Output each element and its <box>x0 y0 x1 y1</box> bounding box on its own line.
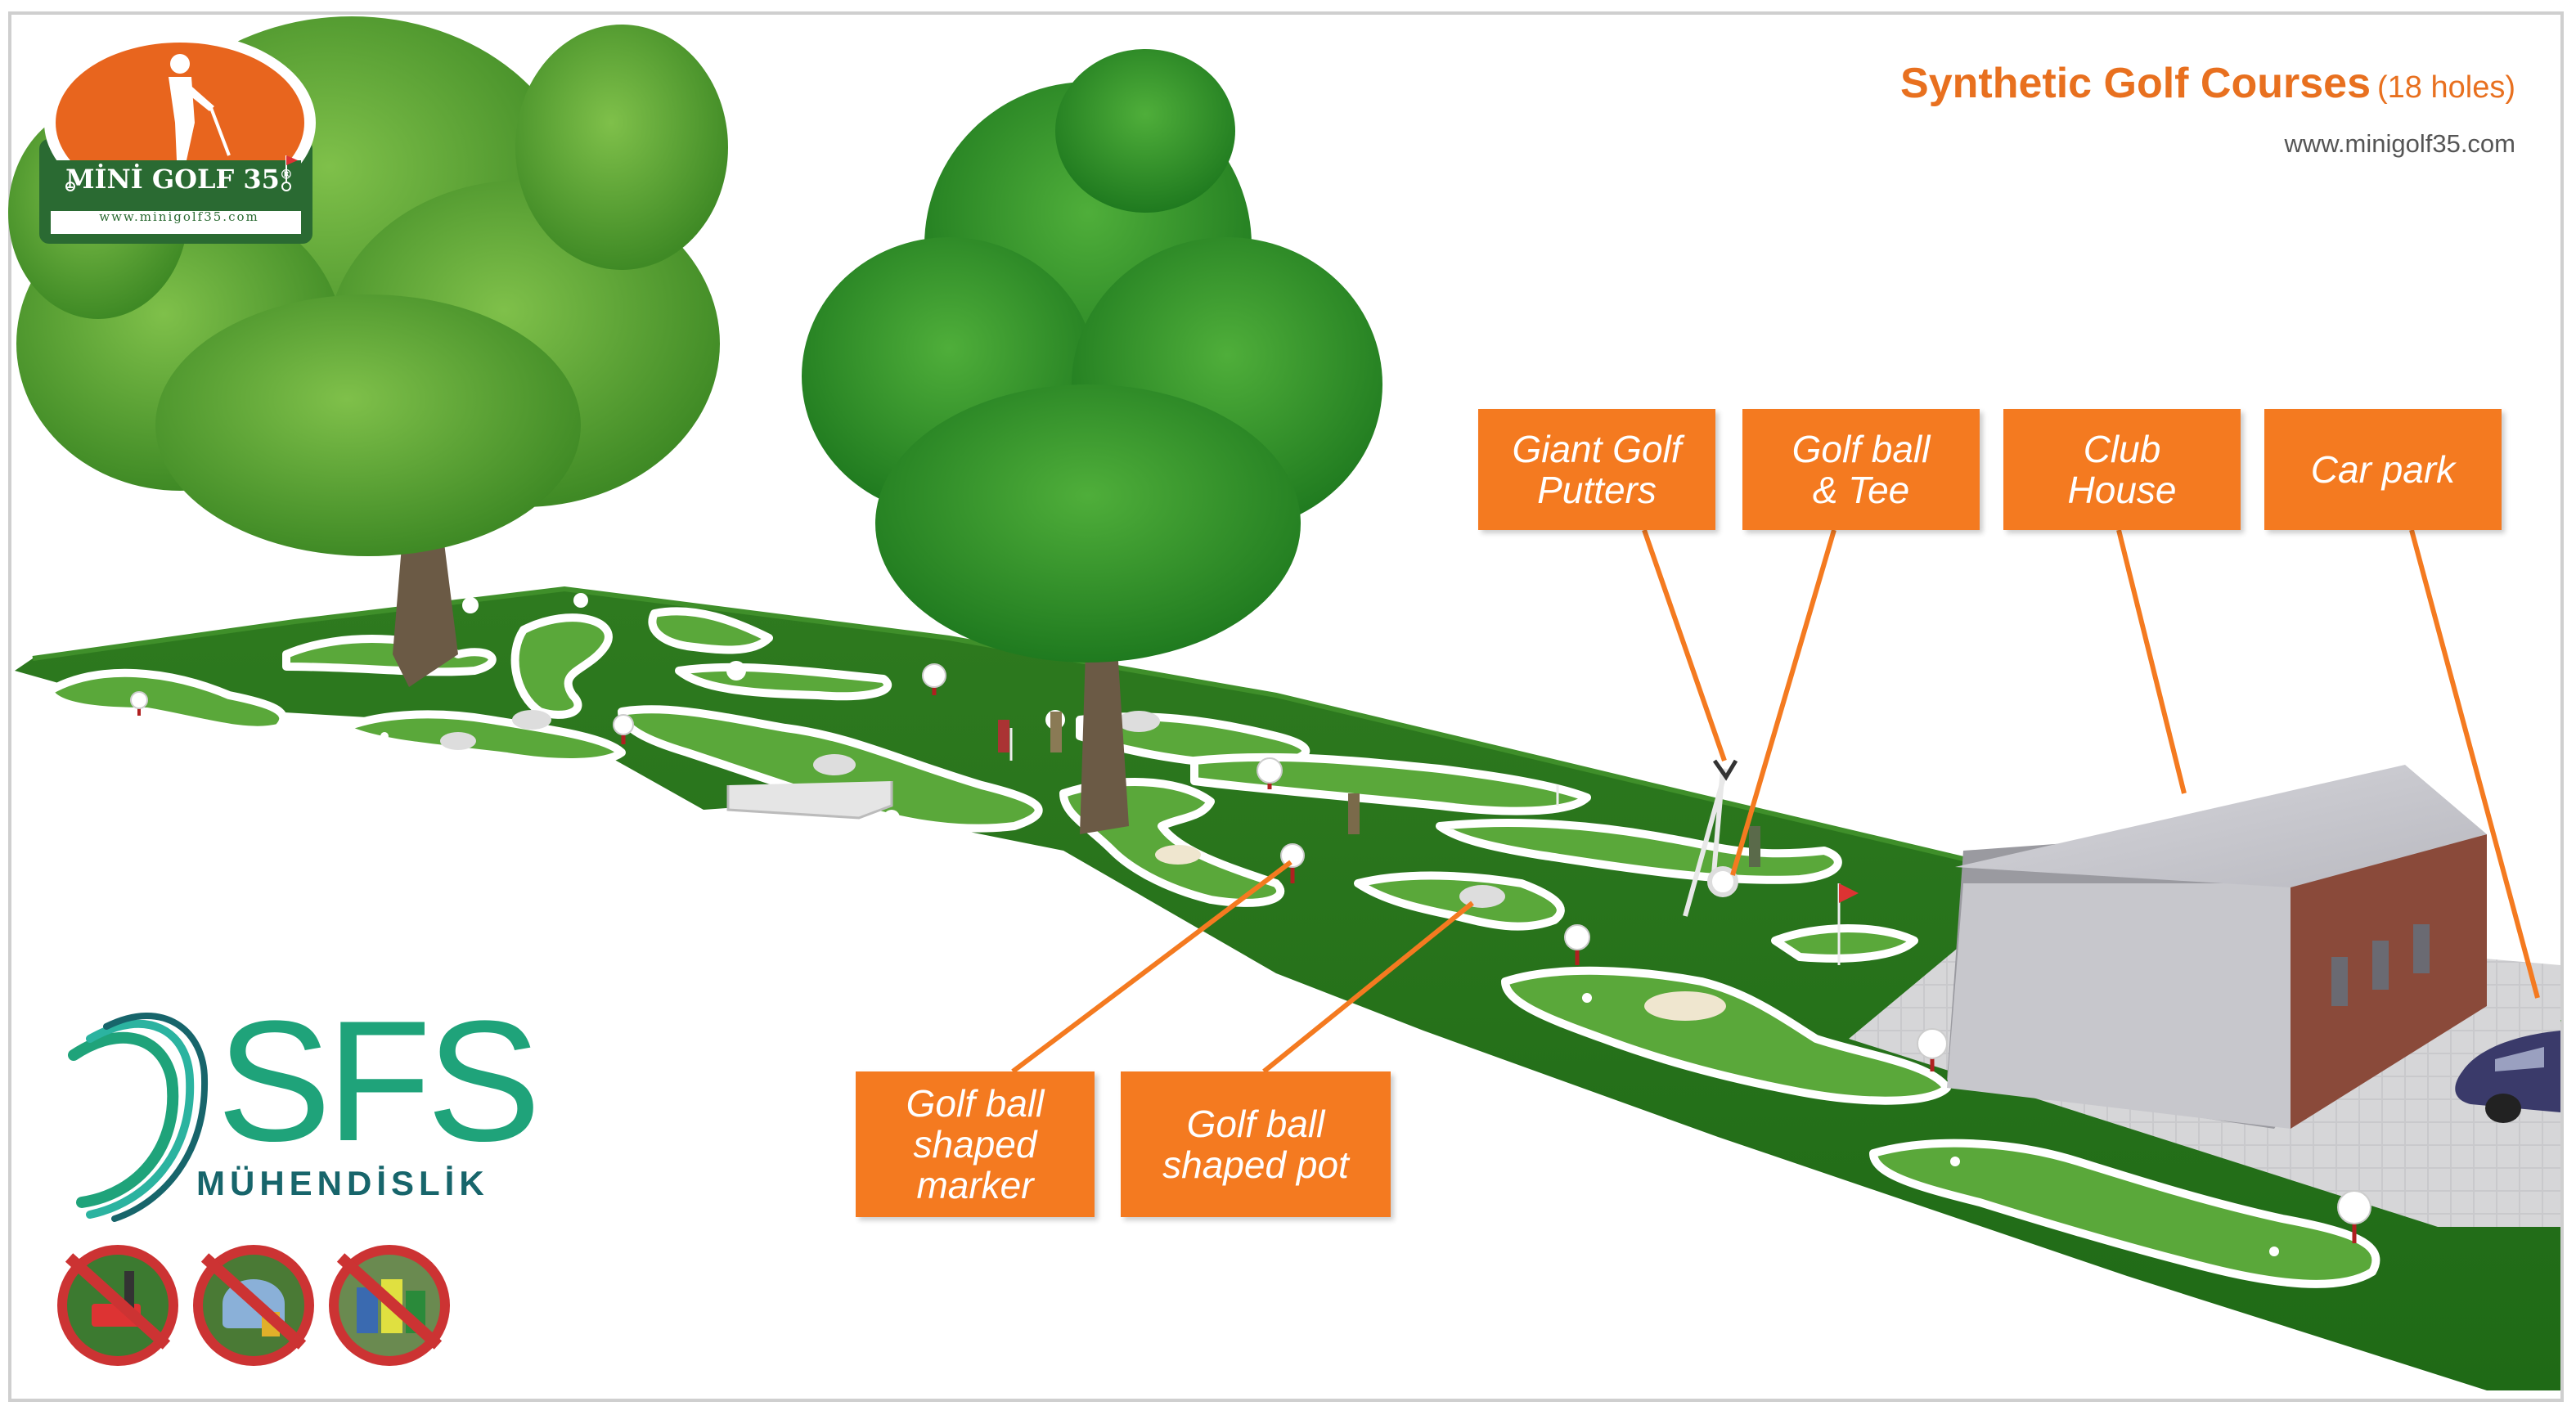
cups <box>380 732 2279 1256</box>
hole-13 <box>1771 924 1918 963</box>
hole-11 <box>1354 871 1565 931</box>
leader-giant-golf-putters <box>1642 529 1727 761</box>
callout-giant-golf-putters: Giant Golf Putters <box>1478 409 1715 530</box>
callout-golf-ball-tee: Golf ball & Tee <box>1742 409 1980 530</box>
minigolf35-logo-graphic <box>39 33 316 244</box>
hole-12 <box>1436 818 1842 884</box>
minigolf35-url: www.minigolf35.com <box>99 209 259 224</box>
sfs-tagline: MÜHENDİSLİK <box>196 1164 489 1202</box>
sfs-logo: SFS MÜHENDİSLİK <box>65 995 541 1215</box>
sfs-name: SFS <box>217 985 541 1177</box>
people <box>998 712 1760 867</box>
leader-golf-ball-pot <box>1262 901 1474 1074</box>
hole-4 <box>510 613 613 719</box>
hole-1 <box>45 668 288 734</box>
flags <box>1009 728 1859 965</box>
no-watering-icon <box>193 1245 314 1366</box>
sand-bunkers <box>1155 845 1726 1021</box>
image-frame <box>8 11 2564 1402</box>
callout-club-house: Club House <box>2003 409 2241 530</box>
hole-5 <box>648 607 773 654</box>
callout-leaders <box>1011 529 2540 1074</box>
website-url: www.minigolf35.com <box>2284 129 2515 158</box>
leader-golf-ball-marker <box>1011 860 1292 1074</box>
car <box>2455 1031 2560 1123</box>
no-mowing-icon <box>57 1245 178 1366</box>
callout-golf-ball-pot: Golf ball shaped pot <box>1121 1071 1391 1217</box>
minigolf35-logo: MİNİ GOLF 35® www.minigolf35.com <box>47 49 311 245</box>
leader-club-house <box>2116 529 2187 794</box>
callout-golf-ball-marker: Golf ball shaped marker <box>856 1071 1095 1217</box>
minigolf35-brand: MİNİ GOLF 35® <box>65 164 293 195</box>
golfer-icon <box>169 54 231 160</box>
golf-ball-markers <box>130 593 2371 1243</box>
page-title: Synthetic Golf Courses(18 holes) <box>1900 60 2515 107</box>
leader-golf-ball-tee <box>1730 529 1836 876</box>
leader-car-park <box>2409 529 2540 999</box>
sfs-swoosh-icon <box>68 1012 209 1222</box>
giant-putter <box>1683 759 1738 917</box>
no-fertilizer-icon <box>329 1245 450 1366</box>
page-subtitle: (18 holes) <box>2377 70 2515 105</box>
hole-15 <box>1869 1139 2380 1288</box>
callout-car-park: Car park <box>2264 409 2502 530</box>
tree-center <box>802 49 1382 834</box>
mini-golf-holes <box>45 607 2380 1288</box>
club-house <box>1947 765 2487 1129</box>
hole-3 <box>339 710 626 766</box>
hole-10 <box>1190 752 1591 815</box>
